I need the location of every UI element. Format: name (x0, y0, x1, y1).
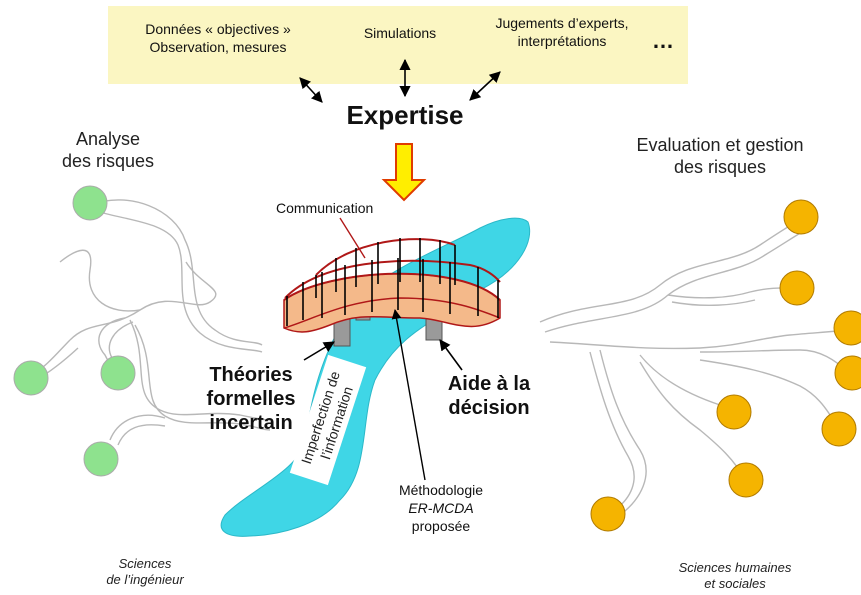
risk-analysis-line1: Analyse (75, 129, 141, 149)
left-nodes (13, 185, 136, 477)
formal-theories-line1: Théories (209, 364, 293, 386)
bridge (283, 238, 501, 347)
objective-data-label: Données « objectives » Observation, mesu… (118, 20, 318, 56)
left-node-3 (100, 355, 136, 391)
right-node-5 (716, 394, 752, 430)
right-node-4 (834, 355, 861, 391)
river-label-box (289, 354, 367, 486)
methodology-line1: Méthodologie (398, 482, 484, 498)
formal-theories-line3: incertain (209, 412, 293, 434)
more-sources-ellipsis: … (652, 28, 676, 53)
right-branch-tree (539, 219, 849, 516)
right-node-2 (779, 270, 815, 306)
methodology-label: Méthodologie ER-MCDA proposée (376, 481, 506, 535)
expertise-down-arrow (381, 143, 427, 202)
right-node-8 (590, 496, 626, 532)
social-sciences-label: Sciences humaines et sociales (640, 560, 830, 592)
objective-data-line2: Observation, mesures (149, 39, 287, 55)
risk-analysis-line2: des risques (61, 151, 155, 171)
methodology-line3: proposée (411, 518, 471, 534)
right-node-1 (783, 199, 819, 235)
expert-judgement-line1: Jugements d’experts, (495, 15, 629, 31)
communication-pointer-line (339, 217, 366, 259)
theories-pointer-arrow (303, 341, 335, 361)
simulations-label: Simulations (363, 25, 437, 41)
experts-to-expertise-arrow (469, 71, 501, 101)
engineering-sciences-line1: Sciences (118, 556, 172, 571)
right-node-6 (821, 411, 857, 447)
communication-label: Communication (276, 200, 374, 216)
left-branch-tree (31, 199, 271, 446)
methodology-line2: ER-MCDA (408, 500, 474, 516)
expert-judgement-line2: interprétations (517, 33, 607, 49)
method-pointer-arrow (391, 309, 426, 481)
left-node-2 (13, 360, 49, 396)
decision-aid-line2: décision (448, 397, 530, 419)
risk-management-line2: des risques (673, 157, 767, 177)
formal-theories-line2: formelles (206, 388, 296, 410)
left-node-1 (72, 185, 108, 221)
right-node-3 (833, 310, 861, 346)
expertise-label: Expertise (346, 100, 464, 130)
social-sciences-line1: Sciences humaines (678, 560, 792, 575)
objective-to-expertise-arrow (299, 77, 323, 103)
engineering-sciences-label: Sciences de l’ingénieur (60, 556, 230, 588)
right-nodes (590, 199, 861, 532)
objective-data-line1: Données « objectives » (145, 21, 291, 37)
decision-pointer-arrow (439, 339, 463, 371)
data-sources-box (108, 6, 688, 84)
bridge-rail-back (315, 238, 456, 276)
risk-analysis-title: Analyse des risques (28, 128, 188, 172)
formal-theories-label: Théories formelles incertain (196, 363, 306, 435)
right-node-7 (728, 462, 764, 498)
risk-management-title: Evaluation et gestion des risques (600, 134, 840, 178)
social-sciences-line2: et sociales (704, 576, 766, 591)
left-node-4 (83, 441, 119, 477)
decision-aid-line1: Aide à la (447, 373, 531, 395)
expert-judgement-label: Jugements d’experts, interprétations (472, 14, 652, 50)
risk-management-line1: Evaluation et gestion (636, 135, 804, 155)
engineering-sciences-line2: de l’ingénieur (106, 572, 184, 587)
decision-aid-label: Aide à la décision (434, 372, 544, 420)
